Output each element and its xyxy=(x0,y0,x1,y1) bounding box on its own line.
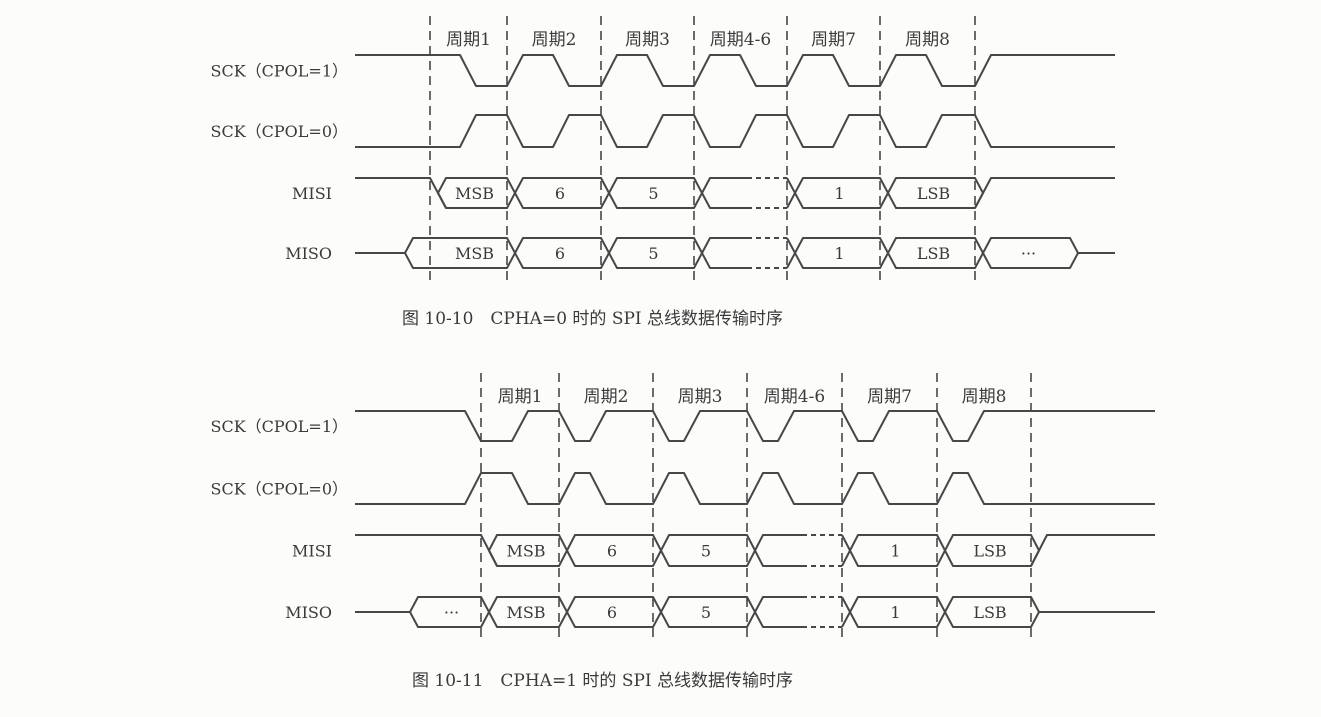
miso-bit-cell-edge xyxy=(841,596,851,628)
miso-bit-label: 5 xyxy=(648,244,658,263)
period-label: 周期3 xyxy=(678,387,723,407)
signal-label: MISO xyxy=(285,244,332,263)
miso-bit-label: 1 xyxy=(890,603,900,622)
misi-bit-label: 6 xyxy=(607,542,617,561)
signal-label: SCK（CPOL=0） xyxy=(211,480,349,499)
misi-bit-cell-edge xyxy=(841,534,851,567)
sck-cpol0-waveform xyxy=(355,114,1115,148)
period-label: 周期8 xyxy=(962,387,1007,407)
miso-bit-label: 6 xyxy=(607,603,617,622)
misi-bit-cell-dotted xyxy=(802,534,842,567)
miso-bit-label: LSB xyxy=(973,603,1006,622)
misi-bit-cell-dotted xyxy=(747,177,787,209)
period-label: 周期4-6 xyxy=(764,387,825,407)
misi-bit-cell-edge xyxy=(786,177,796,209)
misi-bit-label: 6 xyxy=(555,184,565,203)
sck-cpol1-waveform xyxy=(355,54,1115,87)
misi-bit-label: 1 xyxy=(890,542,900,561)
misi-bit-label: 5 xyxy=(701,542,711,561)
misi-bit-label: MSB xyxy=(455,184,494,203)
miso-bit-label: ··· xyxy=(1021,244,1036,263)
sck-cpol1-waveform xyxy=(355,410,1155,442)
period-label: 周期1 xyxy=(498,387,543,407)
miso-bit-cell-dotted xyxy=(747,237,787,269)
miso-bit-cell-edge xyxy=(786,237,796,269)
miso-bit-cell xyxy=(754,596,802,628)
signal-label: MISO xyxy=(285,603,332,622)
miso-bit-label: 6 xyxy=(555,244,565,263)
miso-bit-label: LSB xyxy=(917,244,950,263)
misi-bit-cell xyxy=(701,177,747,209)
misi-idle-line xyxy=(355,177,447,209)
period-label: 周期2 xyxy=(532,30,577,50)
miso-bit-cell-dotted xyxy=(802,596,842,628)
period-label: 周期7 xyxy=(867,387,912,407)
signal-label: SCK（CPOL=1） xyxy=(211,62,349,81)
miso-bit-label: 5 xyxy=(701,603,711,622)
signal-label: SCK（CPOL=0） xyxy=(211,122,349,141)
period-label: 周期8 xyxy=(905,30,950,50)
period-label: 周期3 xyxy=(625,30,670,50)
misi-bit-cell xyxy=(754,534,802,567)
sck-cpol0-waveform xyxy=(355,472,1155,505)
miso-bit-label: MSB xyxy=(455,244,494,263)
misi-idle-line xyxy=(974,177,1115,209)
miso-bit-label: 1 xyxy=(834,244,844,263)
signal-label: MISI xyxy=(292,184,332,203)
period-label: 周期4-6 xyxy=(710,30,771,50)
miso-bit-label: MSB xyxy=(506,603,545,622)
misi-idle-line xyxy=(355,534,498,567)
period-label: 周期1 xyxy=(446,30,491,50)
misi-idle-line xyxy=(1030,534,1155,567)
miso-bit-label: ··· xyxy=(444,603,459,622)
misi-bit-label: 1 xyxy=(834,184,844,203)
period-label: 周期7 xyxy=(811,30,856,50)
misi-bit-label: LSB xyxy=(973,542,1006,561)
period-label: 周期2 xyxy=(584,387,629,407)
misi-bit-label: 5 xyxy=(648,184,658,203)
misi-bit-label: MSB xyxy=(506,542,545,561)
miso-bit-cell xyxy=(701,237,747,269)
signal-label: MISI xyxy=(292,542,332,561)
figure-caption: 图 10-11 CPHA=1 时的 SPI 总线数据传输时序 xyxy=(412,671,793,691)
misi-bit-label: LSB xyxy=(917,184,950,203)
signal-label: SCK（CPOL=1） xyxy=(211,417,349,436)
figure-caption: 图 10-10 CPHA=0 时的 SPI 总线数据传输时序 xyxy=(402,309,783,329)
